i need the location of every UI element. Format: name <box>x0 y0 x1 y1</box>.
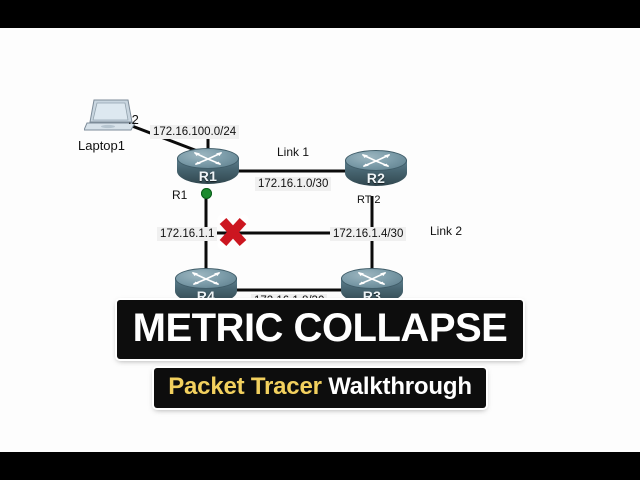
title-sub-rest: Walkthrough <box>321 373 472 400</box>
link-down-x-icon <box>211 210 255 254</box>
link-status-up-indicator <box>201 188 212 199</box>
router-r2[interactable]: R2 <box>345 150 409 194</box>
network-topology-diagram: .2 Laptop1 R1 R1 <box>0 28 640 323</box>
laptop-icon <box>83 98 136 134</box>
title-main-banner: METRIC COLLAPSE <box>116 300 524 359</box>
network-label-link2: 172.16.1.4/30 <box>330 227 407 241</box>
link-name-link2: Link 2 <box>430 224 463 238</box>
router-arrows-icon <box>362 154 390 167</box>
router-arrows-icon <box>192 272 220 285</box>
slide-canvas: .2 Laptop1 R1 R1 <box>0 28 640 452</box>
link-name-link1: Link 1 <box>277 145 310 159</box>
network-label-link1: 172.16.1.0/30 <box>255 177 332 191</box>
router-r1-caption: R1 <box>172 188 188 202</box>
network-label-lan: 172.16.100.0/24 <box>150 125 240 139</box>
network-label-r1-interface-ip: 172.16.1.1 <box>157 227 218 241</box>
router-r1[interactable]: R1 <box>177 148 241 192</box>
router-badge-label: R1 <box>198 168 218 184</box>
router-r2-caption: RT 2 <box>357 194 381 206</box>
topology-link-lines <box>131 124 374 292</box>
title-sub-banner: Packet Tracer Walkthrough <box>154 368 486 408</box>
router-arrows-icon <box>358 272 386 285</box>
router-badge-label: R2 <box>366 170 386 186</box>
laptop-name-label: Laptop1 <box>78 138 125 153</box>
title-sub-highlight: Packet Tracer <box>168 373 322 400</box>
title-block: METRIC COLLAPSE Packet Tracer Walkthroug… <box>0 300 640 408</box>
router-arrows-icon <box>194 152 222 165</box>
laptop-interface-label: .2 <box>128 112 139 127</box>
